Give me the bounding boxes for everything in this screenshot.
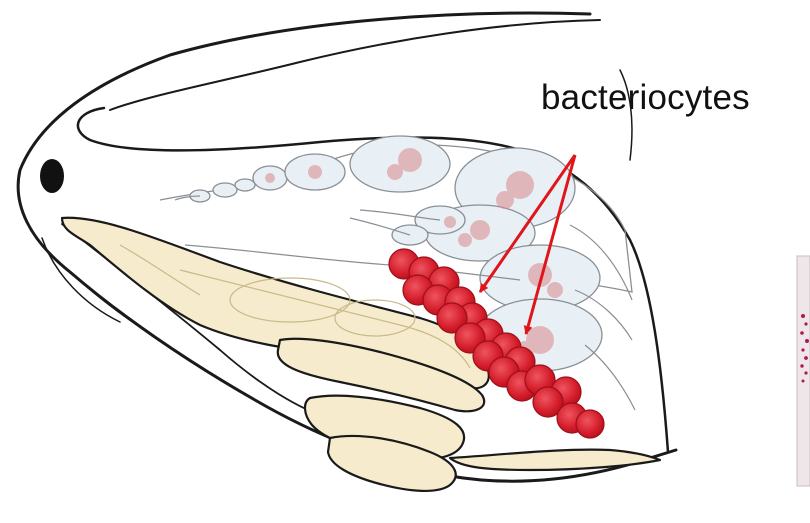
bacteriocytes-label: bacteriocytes: [541, 78, 750, 118]
inset-photo-fragment: [797, 256, 810, 486]
eye: [40, 159, 64, 193]
